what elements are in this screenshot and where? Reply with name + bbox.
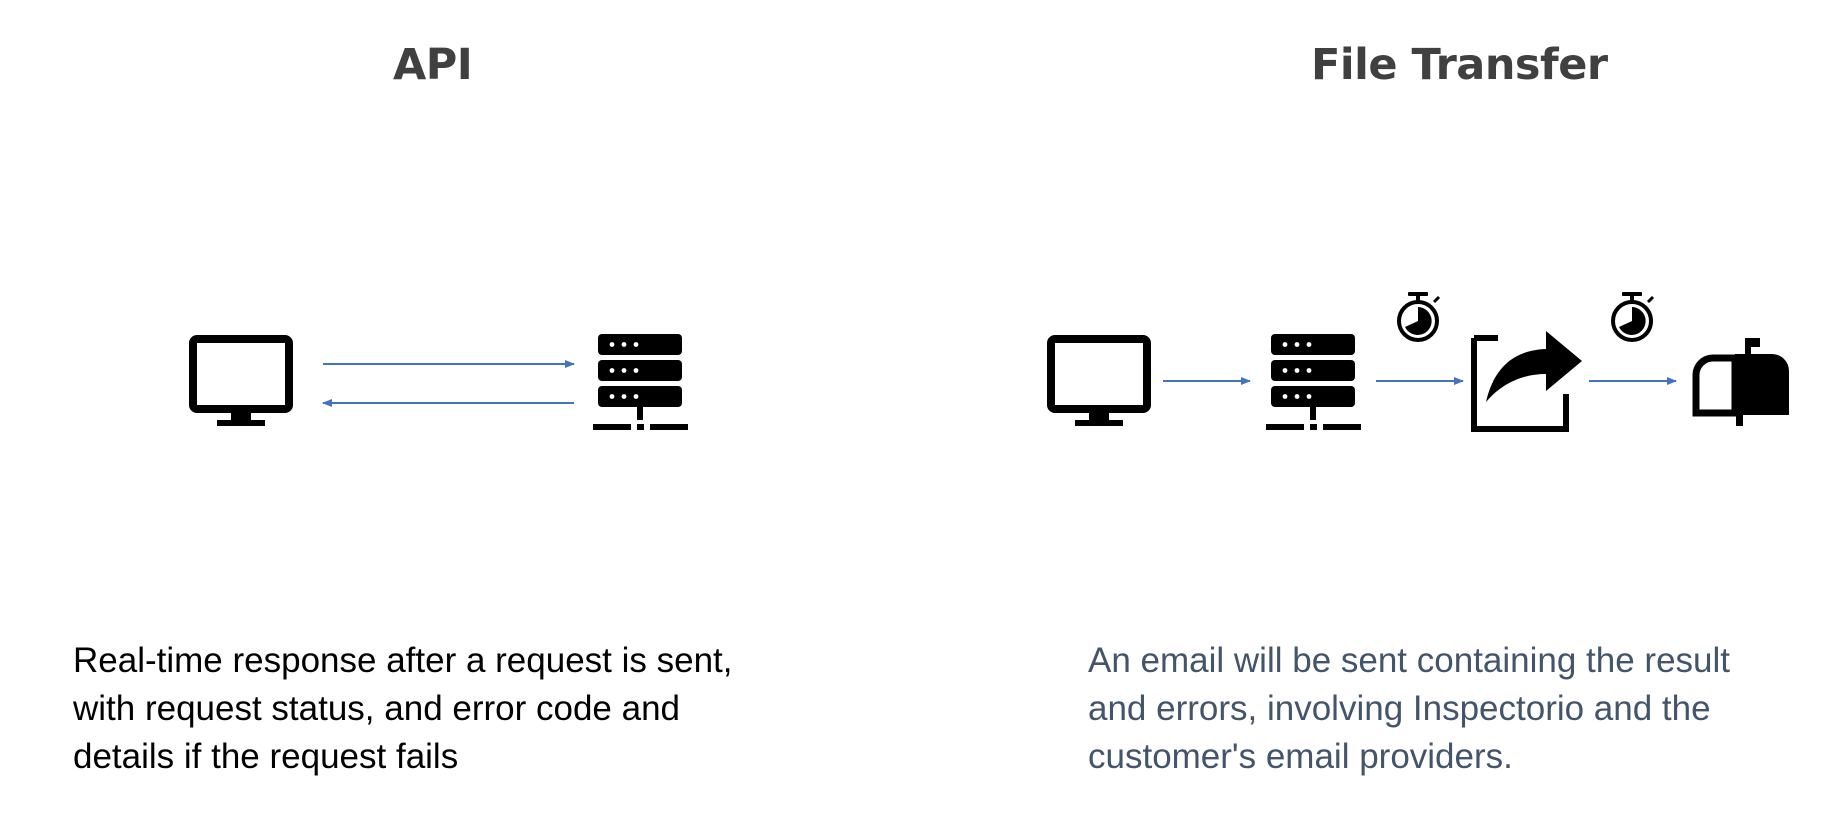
ft-server-icon xyxy=(1266,334,1361,430)
file-transfer-description-line: customer's email providers. xyxy=(1088,737,1513,776)
file-transfer-description-line: and errors, involving Inspectorio and th… xyxy=(1088,689,1711,728)
file-transfer-description-line: An email will be sent containing the res… xyxy=(1088,641,1731,680)
api-title: API xyxy=(393,40,473,90)
api-description-line: with request status, and error code and xyxy=(73,689,681,728)
api-description-line: details if the request fails xyxy=(73,737,459,776)
mailbox-icon xyxy=(1692,338,1789,426)
ft-monitor-icon xyxy=(1047,335,1151,426)
api-description: Real-time response after a request is se… xyxy=(73,637,732,781)
stopwatch-icon xyxy=(1611,292,1655,342)
stopwatch-icon xyxy=(1397,292,1441,342)
api-monitor-icon xyxy=(189,335,293,426)
api-description-line: Real-time response after a request is se… xyxy=(73,641,733,680)
api-server-icon xyxy=(593,334,688,430)
file-transfer-title: File Transfer xyxy=(1311,40,1608,90)
file-transfer-description: An email will be sent containing the res… xyxy=(1088,637,1730,781)
share-icon xyxy=(1471,331,1582,432)
